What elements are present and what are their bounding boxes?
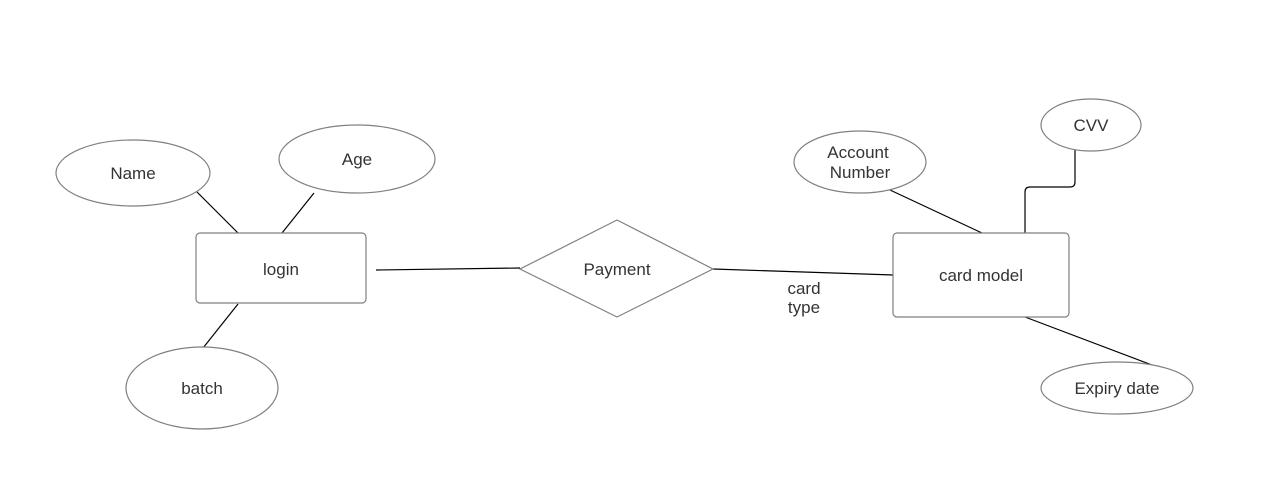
attribute-expiry-date[interactable]: Expiry date <box>1040 361 1194 415</box>
edge-label-card-type-line2: type <box>788 298 820 317</box>
edge-label-card-type-line1: card <box>787 279 820 298</box>
edge-age-login <box>281 192 315 234</box>
edge-login-payment <box>375 267 521 271</box>
attribute-age-label: Age <box>342 150 372 169</box>
entity-login[interactable]: login <box>195 232 367 304</box>
edge-login-batch <box>202 303 239 349</box>
edge-card-model-expiry-date <box>1024 316 1153 366</box>
edge-account-number-card-model <box>889 189 983 234</box>
attribute-batch[interactable]: batch <box>125 346 279 430</box>
attribute-account-number-label-line1: Account <box>827 143 889 162</box>
relationship-payment[interactable]: Payment <box>518 219 715 318</box>
attribute-cvv-ellipse <box>1040 98 1142 152</box>
attribute-name[interactable]: Name <box>55 139 211 207</box>
edge-cvv-card-model <box>1024 145 1076 233</box>
entity-login-box <box>195 232 367 304</box>
attribute-cvv-label: CVV <box>1074 116 1110 135</box>
attribute-expiry-date-label: Expiry date <box>1074 379 1159 398</box>
attribute-cvv[interactable]: CVV <box>1040 98 1142 152</box>
attribute-batch-ellipse <box>125 346 279 430</box>
attribute-age[interactable]: Age <box>278 124 436 194</box>
edge-label-card-type: card type <box>787 279 820 317</box>
attribute-account-number[interactable]: Account Number <box>793 130 927 194</box>
attribute-name-label: Name <box>110 164 155 183</box>
attribute-batch-label: batch <box>181 379 223 398</box>
attribute-account-number-label-line2: Number <box>830 163 891 182</box>
entity-card-model-box <box>892 232 1070 318</box>
entity-card-model[interactable]: card model <box>892 232 1070 318</box>
attribute-account-number-ellipse <box>793 130 927 194</box>
attribute-age-ellipse <box>278 124 436 194</box>
attribute-name-ellipse <box>55 139 211 207</box>
entity-login-label: login <box>263 260 299 279</box>
relationship-payment-label: Payment <box>583 260 650 279</box>
entity-card-model-label: card model <box>939 266 1023 285</box>
relationship-payment-diamond <box>518 219 715 318</box>
edge-payment-card-model <box>712 268 894 276</box>
edge-name-login <box>195 190 239 234</box>
attribute-expiry-date-ellipse <box>1040 361 1194 415</box>
